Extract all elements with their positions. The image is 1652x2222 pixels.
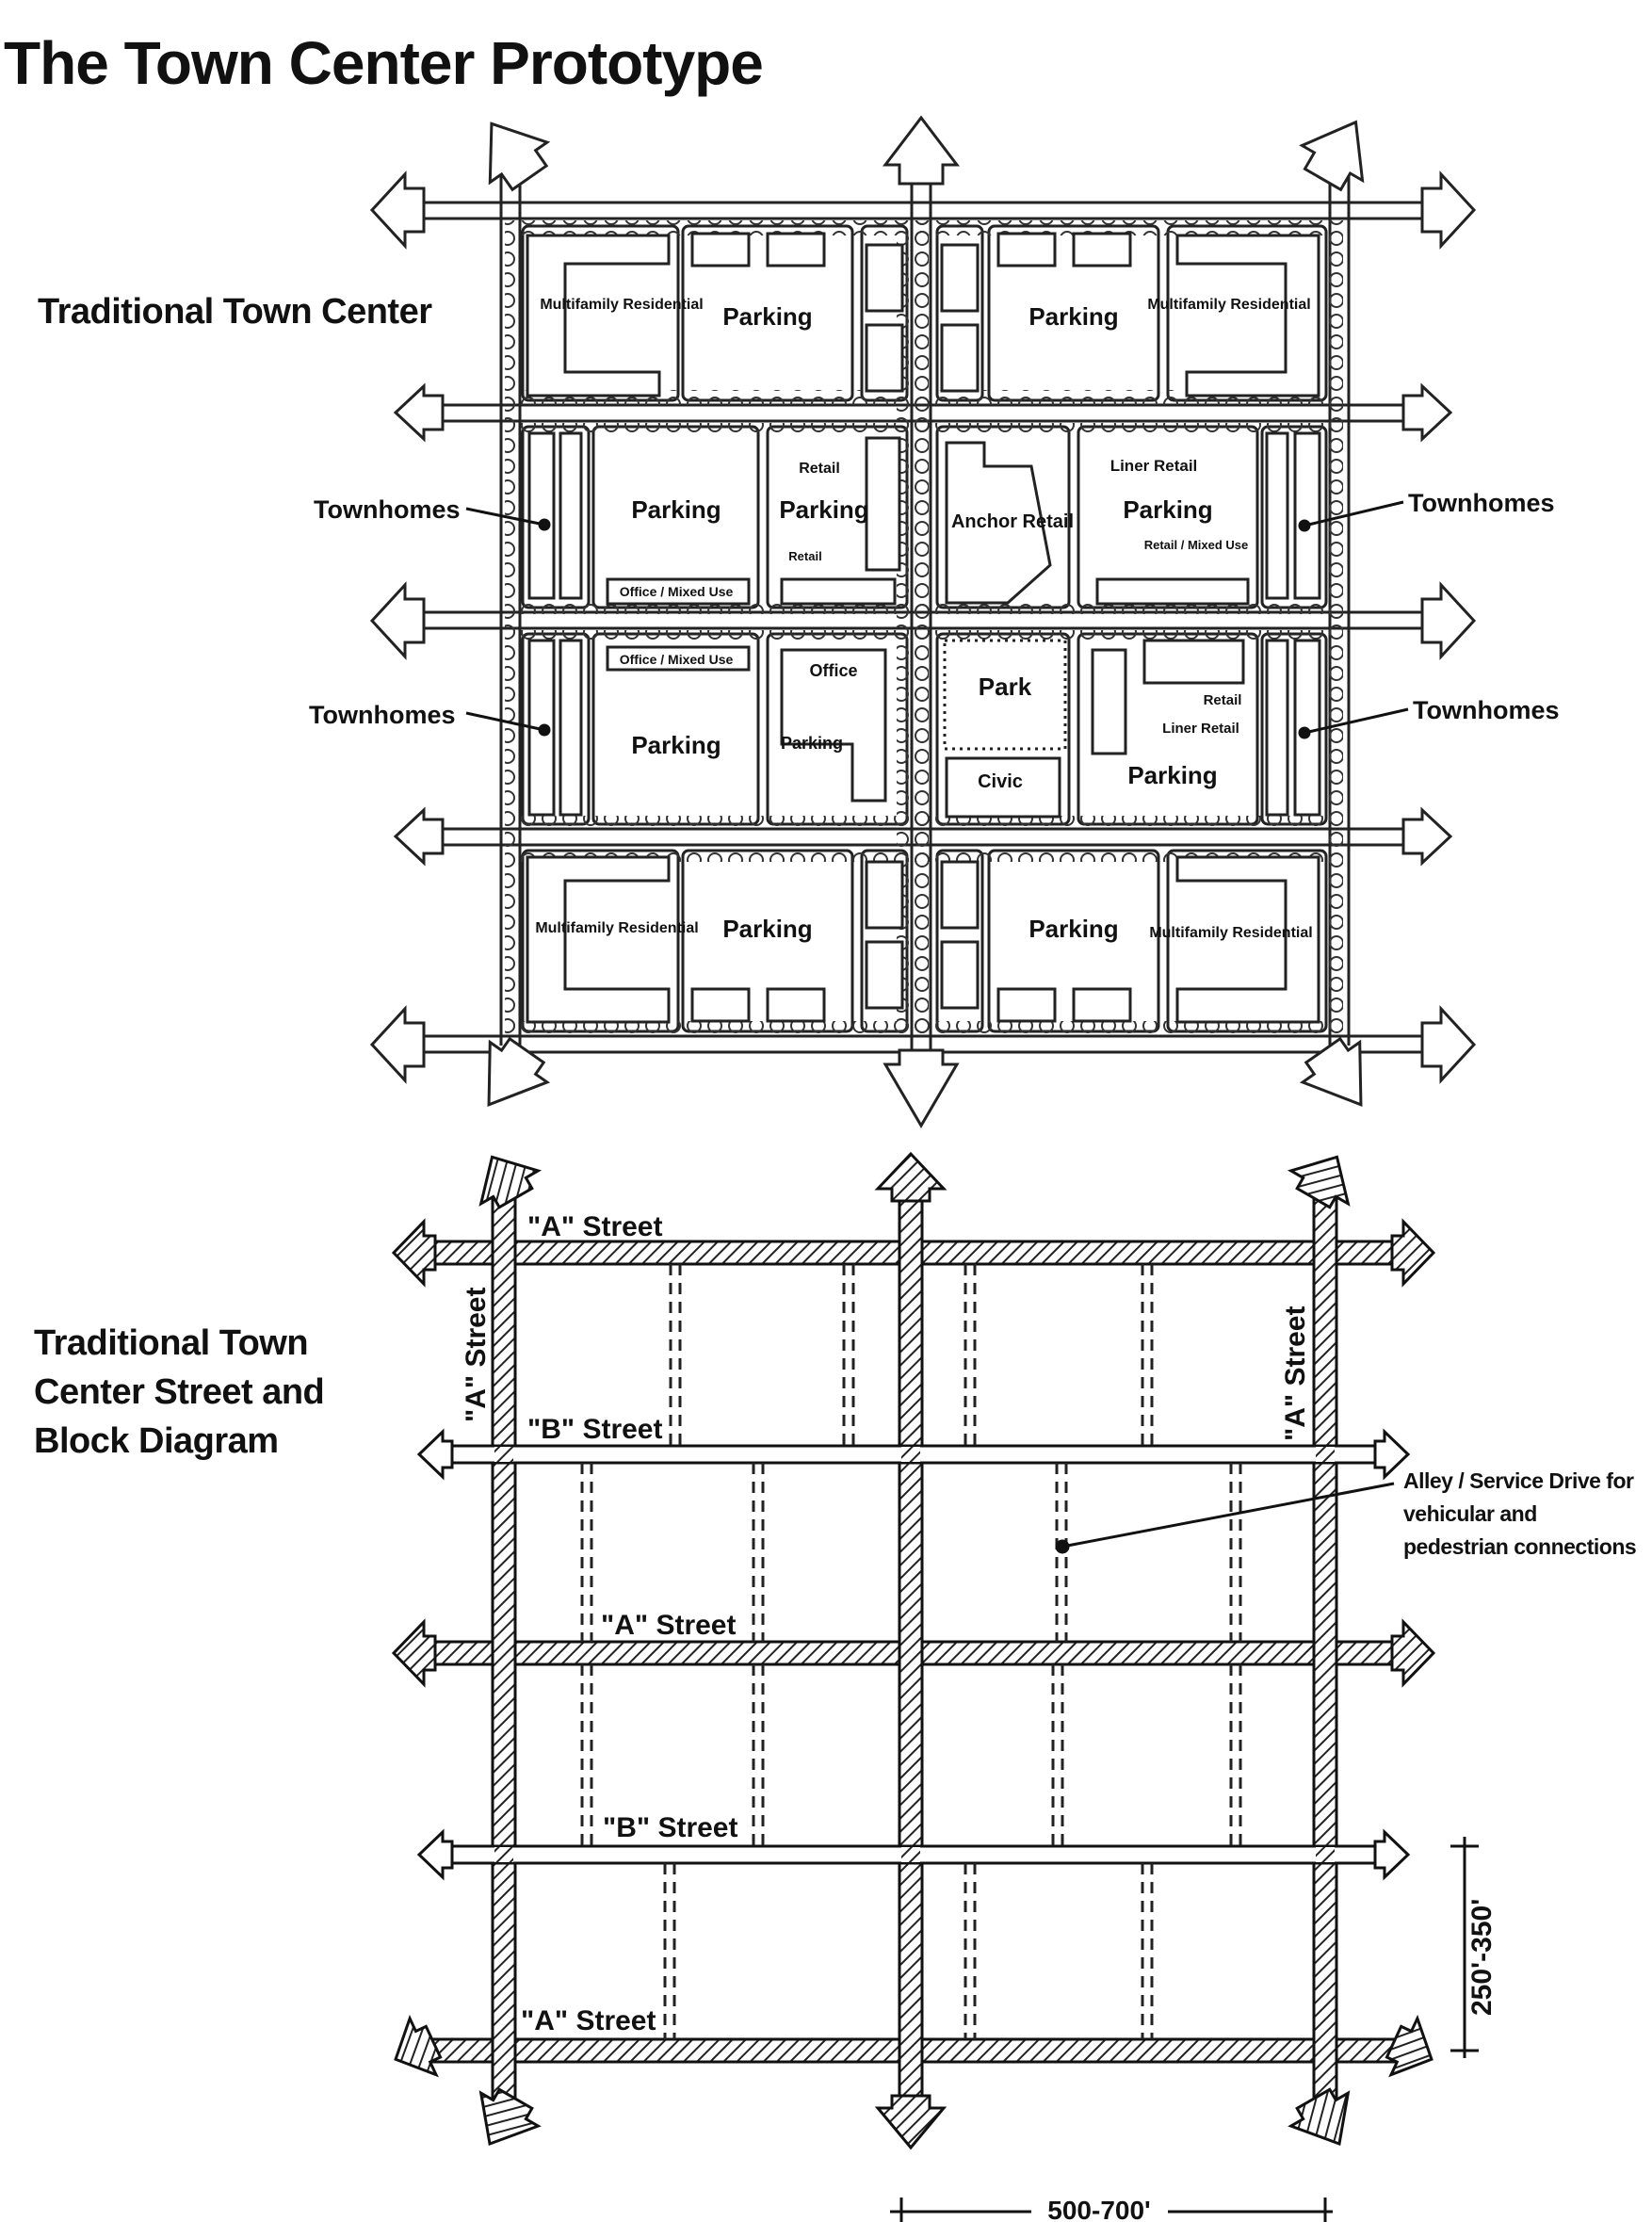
plan-label-multifamily-residential-r1-right: Multifamily Residential [1147, 297, 1310, 313]
street-diagram-section-label: Traditional Town Center Street and Block… [34, 1323, 325, 1461]
plan-label-parking-r4-b: Parking [1028, 915, 1118, 943]
plan-label-parking-r2-left: Parking [631, 495, 721, 524]
plan-label-retail-small-r2: Retail [788, 549, 821, 563]
plan-buildings [526, 232, 1321, 1024]
plan-label-office-mixed-use-r3: Office / Mixed Use [620, 652, 734, 667]
plan-label-retail-mixed-use: Retail / Mixed Use [1144, 538, 1249, 552]
plan-street-trees [505, 220, 1343, 1036]
plan-label-anchor-retail: Anchor Retail [951, 511, 1074, 532]
label-a-street-top: "A" Street [527, 1211, 662, 1242]
plan-label-parking-r2-mid: Parking [779, 495, 868, 524]
plan-callout-leaders [465, 500, 1409, 739]
plan-block-labels: Multifamily Residential Parking Parking … [535, 297, 1312, 943]
plan-label-multifamily-residential-r1-left: Multifamily Residential [540, 297, 703, 313]
town-center-plan-diagram: Multifamily Residential Parking Parking … [309, 115, 1560, 1128]
plan-label-parking-r1-b: Parking [1028, 302, 1118, 331]
plan-label-multifamily-residential-r4-right: Multifamily Residential [1149, 925, 1312, 941]
plan-label-parking-r1-a: Parking [722, 302, 812, 331]
plan-label-parking-r3-left: Parking [631, 731, 721, 759]
plan-label-civic: Civic [978, 771, 1023, 792]
dimension-block-depth [1450, 1837, 1479, 2058]
callout-townhomes-left-upper: Townhomes [314, 495, 461, 524]
plan-label-parking-r2-right: Parking [1123, 495, 1212, 524]
alley-callout: Alley / Service Drive for vehicular and … [1403, 1468, 1637, 1559]
plan-label-retail-r2: Retail [799, 461, 840, 477]
plan-label-office: Office [809, 661, 857, 680]
plan-section-label: Traditional Town Center [38, 292, 432, 332]
callout-townhomes-right-upper: Townhomes [1408, 489, 1555, 517]
alleys-dashed [580, 1264, 1242, 2039]
plan-label-park: Park [979, 673, 1032, 701]
label-a-street-left-vertical: "A" Street [461, 1288, 492, 1422]
alley-callout-leader [1055, 1482, 1395, 1554]
street-diagram-arrows [391, 1151, 1436, 2150]
callout-townhomes-right-lower: Townhomes [1413, 696, 1560, 724]
label-b-street-upper: "B" Street [527, 1414, 662, 1445]
plan-label-liner-retail-r3: Liner Retail [1162, 721, 1239, 737]
plan-direction-arrows [369, 115, 1477, 1128]
label-b-street-lower: "B" Street [603, 1812, 737, 1843]
label-dim-block-width: 500-700' [1047, 2196, 1150, 2222]
plan-label-parking-r4-a: Parking [722, 915, 812, 943]
callout-townhomes-left-lower: Townhomes [309, 701, 456, 729]
plan-label-retail-r3: Retail [1204, 692, 1242, 708]
label-a-street-middle: "A" Street [601, 1610, 736, 1641]
plan-label-office-mixed-use-r2: Office / Mixed Use [620, 584, 734, 599]
plan-label-parking-r3-right: Parking [1127, 761, 1217, 789]
plan-label-multifamily-residential-r4-left: Multifamily Residential [535, 920, 698, 936]
alley-callout-text: Alley / Service Drive for vehicular and … [1403, 1468, 1637, 1559]
plan-label-parking-r3-mid: Parking [781, 734, 843, 753]
a-streets-hatched [413, 1185, 1415, 2112]
label-a-street-bottom: "A" Street [521, 2005, 656, 2036]
b-street-arrows [416, 1428, 1411, 1881]
label-a-street-right-vertical: "A" Street [1280, 1306, 1311, 1441]
plan-label-liner-retail-r2: Liner Retail [1110, 457, 1198, 475]
page-title: The Town Center Prototype [4, 29, 764, 97]
label-dim-block-depth: 250'-350' [1466, 1899, 1498, 2016]
